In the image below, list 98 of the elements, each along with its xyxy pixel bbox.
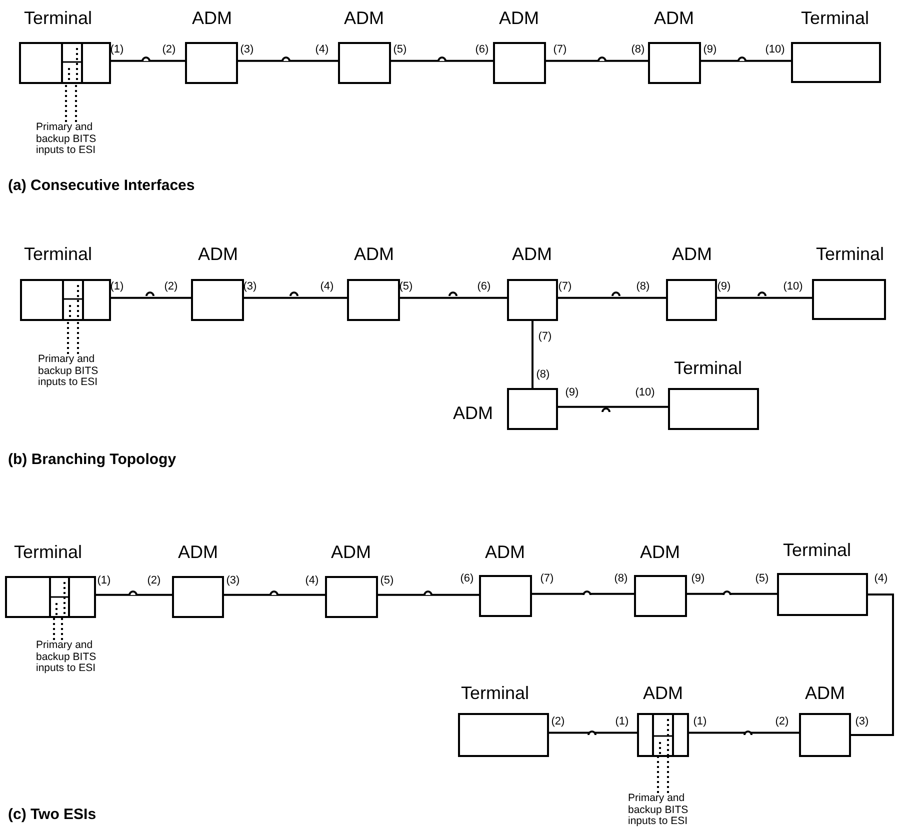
equipment-heading: Terminal — [800, 9, 870, 27]
interface-number: (2) — [164, 282, 178, 292]
input-note: Primary and backup BITS inputs to ESI — [36, 122, 98, 156]
interface-number: (1) — [110, 282, 124, 292]
equipment-heading: Terminal — [674, 359, 742, 377]
equipment-heading: ADM — [485, 543, 525, 561]
panel-caption: (b) Branching Topology — [8, 451, 176, 468]
connection-line — [689, 732, 799, 734]
connection-line — [96, 594, 172, 596]
interface-number: (3) — [226, 576, 240, 586]
connection-line — [851, 594, 894, 736]
connection-line — [400, 296, 507, 299]
interface-number: (10) — [765, 44, 785, 56]
equipment-heading: ADM — [654, 9, 694, 27]
interface-number: (7) — [540, 574, 554, 584]
connection-line — [717, 296, 812, 299]
equipment-heading: ADM — [453, 404, 493, 422]
interface-number: (4) — [305, 576, 319, 586]
equipment-heading: ADM — [354, 245, 394, 263]
equipment-heading: ADM — [499, 9, 539, 27]
connection-line — [701, 60, 791, 62]
panel-caption: (a) Consecutive Interfaces — [8, 177, 195, 194]
connection-line — [224, 594, 325, 596]
interface-number: (5) — [399, 282, 413, 292]
dotted-line — [67, 321, 69, 354]
interface-number: (5) — [380, 576, 394, 586]
connection-line — [532, 321, 534, 388]
panel-caption: (c) Two ESIs — [8, 806, 96, 823]
equipment-heading: ADM — [640, 543, 680, 561]
interface-number: (6) — [460, 574, 474, 584]
dotted-line — [53, 618, 55, 640]
equipment-heading: Terminal — [14, 543, 82, 561]
interface-number: (7) — [558, 282, 572, 292]
interface-number: (3) — [243, 282, 257, 292]
connection-line — [558, 296, 666, 299]
connection-line — [687, 592, 777, 595]
interface-number: (2) — [147, 576, 161, 586]
dotted-line — [667, 757, 669, 793]
connection-line — [532, 592, 634, 595]
equipment-heading: ADM — [331, 543, 371, 561]
dotted-line — [65, 84, 67, 122]
interface-number: (2) — [162, 44, 176, 56]
connection-line — [238, 60, 338, 62]
interface-number: (2) — [551, 716, 565, 728]
equipment-heading: ADM — [178, 543, 218, 561]
interface-number: (4) — [320, 282, 334, 292]
interface-number: (9) — [717, 282, 731, 292]
interface-number: (8) — [536, 370, 550, 380]
interface-number: (4) — [874, 574, 888, 584]
interface-number: (10) — [635, 388, 655, 398]
interface-number: (9) — [703, 44, 717, 56]
equipment-heading: ADM — [805, 684, 845, 702]
interface-number: (6) — [475, 44, 489, 56]
dotted-line — [77, 321, 79, 354]
interface-number: (6) — [477, 282, 491, 292]
connection-line — [378, 594, 479, 596]
equipment-heading: ADM — [198, 245, 238, 263]
interface-number: (9) — [565, 388, 579, 398]
interface-number: (5) — [755, 574, 769, 584]
interface-number: (1) — [693, 716, 707, 728]
interface-number: (4) — [315, 44, 329, 56]
equipment-heading: Terminal — [460, 684, 530, 702]
interface-number: (1) — [110, 44, 124, 56]
connection-line — [111, 60, 185, 62]
equipment-heading: Terminal — [782, 541, 852, 559]
interface-number: (3) — [240, 44, 254, 56]
interface-number: (5) — [393, 44, 407, 56]
equipment-heading: Terminal — [24, 9, 92, 27]
equipment-heading: ADM — [672, 245, 712, 263]
interface-number: (10) — [783, 282, 803, 292]
interface-number: (1) — [97, 576, 111, 586]
interface-number: (3) — [855, 716, 869, 728]
interface-number: (2) — [775, 716, 789, 728]
equipment-heading: ADM — [512, 245, 552, 263]
interface-number: (7) — [553, 44, 567, 56]
connection-line — [244, 296, 347, 299]
equipment-heading: ADM — [192, 9, 232, 27]
interface-number: (7) — [538, 332, 552, 342]
interface-number: (1) — [615, 716, 629, 728]
input-note: Primary and backup BITS inputs to ESI — [38, 354, 100, 388]
connection-line — [558, 406, 668, 408]
input-note: Primary and backup BITS inputs to ESI — [36, 640, 98, 674]
equipment-heading: ADM — [643, 684, 683, 702]
interface-number: (8) — [631, 44, 645, 56]
interface-number: (9) — [691, 574, 705, 584]
connection-line — [111, 296, 191, 299]
connection-line — [546, 60, 648, 62]
connection-line — [549, 732, 637, 734]
equipment-heading: Terminal — [24, 245, 92, 263]
dotted-line — [61, 618, 63, 640]
equipment-heading: ADM — [344, 9, 384, 27]
input-note: Primary and backup BITS inputs to ESI — [628, 793, 690, 828]
equipment-heading: Terminal — [816, 245, 884, 263]
dotted-line — [657, 757, 659, 793]
connection-line — [391, 60, 493, 62]
dotted-line — [75, 84, 77, 122]
interface-number: (8) — [636, 282, 650, 292]
interface-number: (8) — [614, 574, 628, 584]
